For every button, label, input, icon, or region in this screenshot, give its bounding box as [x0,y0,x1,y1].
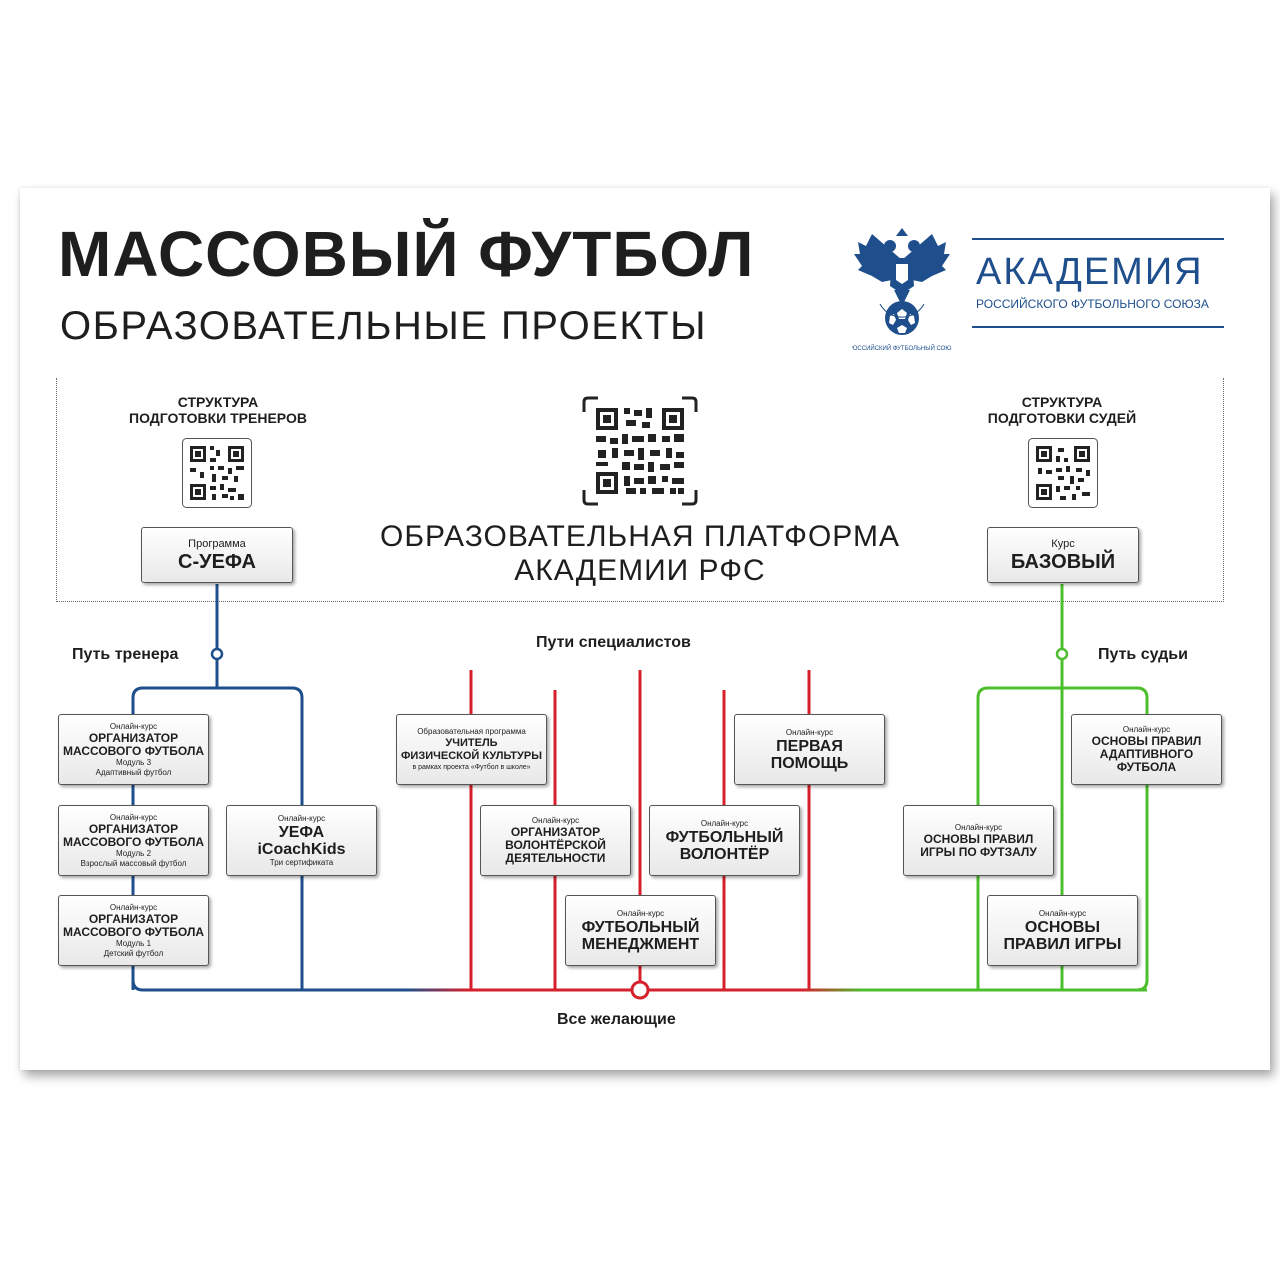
course-uefa-icoachkids[interactable]: Онлайн-курс УЕФА iCoachKids Три сертифик… [226,805,377,876]
course-note: Адаптивный футбол [95,767,172,777]
coach-structure-label: СТРУКТУРА ПОДГОТОВКИ ТРЕНЕРОВ [98,394,338,426]
referee-branch-line [976,686,1149,992]
course-kind: Онлайн-курс [700,818,749,828]
course-note: Взрослый массовый футбол [80,858,187,868]
everyone-node [630,980,650,1000]
course-name: ОРГАНИЗАТОР ВОЛОНТЁРСКОЙ ДЕЯТЕЛЬНОСТИ [505,825,606,865]
course-kind: Онлайн-курс [1122,725,1171,734]
academy-bottom-rule [972,326,1224,328]
course-module: Модуль 3 [115,757,152,767]
course-football-management[interactable]: Онлайн-курс ФУТБОЛЬНЫЙ МЕНЕДЖМЕНТ [565,895,716,966]
course-football-volunteer[interactable]: Онлайн-курс ФУТБОЛЬНЫЙ ВОЛОНТЁР [649,805,800,876]
referee-course-kind: Курс [1051,538,1075,550]
course-name: УЕФА iCoachKids [257,823,346,858]
coach-program-name: С-УЕФА [178,551,256,573]
referee-course-name: БАЗОВЫЙ [1010,551,1116,573]
specialists-path-label: Пути специалистов [536,634,691,651]
platform-qr-code-icon[interactable] [582,396,698,506]
course-name: ОРГАНИЗАТОР МАССОВОГО ФУТБОЛА [62,911,205,939]
course-futsal-rules[interactable]: Онлайн-курс ОСНОВЫ ПРАВИЛ ИГРЫ ПО ФУТЗАЛ… [903,805,1054,876]
referee-structure-label: СТРУКТУРА ПОДГОТОВКИ СУДЕЙ [942,394,1182,426]
course-name: ПЕРВАЯ ПОМОЩЬ [770,737,849,772]
course-name: ОСНОВЫ ПРАВИЛ АДАПТИВНОГО ФУТБОЛА [1091,734,1202,774]
platform-title: ОБРАЗОВАТЕЛЬНАЯ ПЛАТФОРМА АКАДЕМИИ РФС [340,520,940,588]
coach-program-kind: Программа [188,538,246,550]
coach-qr-code-icon[interactable] [182,438,252,508]
course-kind: Онлайн-курс [954,822,1003,832]
course-kind: Онлайн-курс [531,816,580,825]
page-subtitle: ОБРАЗОВАТЕЛЬНЫЕ ПРОЕКТЫ [60,304,708,348]
course-name: ОРГАНИЗАТОР МАССОВОГО ФУТБОЛА [62,730,205,758]
course-name: ОРГАНИЗАТОР МАССОВОГО ФУТБОЛА [62,821,205,849]
platform-title-text: ОБРАЗОВАТЕЛЬНАЯ ПЛАТФОРМА АКАДЕМИИ РФС [380,520,900,587]
course-kind: Образовательная программа [417,726,526,736]
course-module: Модуль 1 [115,938,152,948]
coach-path-label: Путь тренера [72,646,179,663]
course-kind: Онлайн-курс [785,727,834,737]
course-adaptive-football-rules[interactable]: Онлайн-курс ОСНОВЫ ПРАВИЛ АДАПТИВНОГО ФУ… [1071,714,1222,785]
academy-top-rule [972,238,1224,240]
platform-frame [56,378,1224,602]
course-module: Модуль 2 [115,848,152,858]
referee-path-node [1055,647,1069,661]
course-volunteer-organizer[interactable]: Онлайн-курс ОРГАНИЗАТОР ВОЛОНТЁРСКОЙ ДЕЯ… [480,805,631,876]
course-kind: Онлайн-курс [1038,908,1087,918]
course-name: ФУТБОЛЬНЫЙ ВОЛОНТЁР [665,828,784,863]
double-headed-eagle-emblem-icon: РОССИЙСКИЙ ФУТБОЛЬНЫЙ СОЮЗ [852,228,952,352]
referee-path-label: Путь судьи [1098,646,1188,663]
referee-qr-code-icon[interactable] [1028,438,1098,508]
referee-course-box[interactable]: Курс БАЗОВЫЙ [987,527,1139,583]
course-name: ОСНОВЫ ПРАВИЛ ИГРЫ ПО ФУТЗАЛУ [920,831,1037,859]
course-kind: Онлайн-курс [277,813,326,823]
academy-title: АКАДЕМИЯ [976,251,1204,293]
everyone-label: Все желающие [557,1011,676,1028]
course-name: ФУТБОЛЬНЫЙ МЕНЕДЖМЕНТ [581,918,700,953]
course-name: УЧИТЕЛЬ ФИЗИЧЕСКОЙ КУЛЬТУРЫ [401,736,542,762]
course-game-rules[interactable]: Онлайн-курс ОСНОВЫ ПРАВИЛ ИГРЫ [987,895,1138,966]
everyone-baseline [131,979,1147,992]
course-organizer-module-1[interactable]: Онлайн-курс ОРГАНИЗАТОР МАССОВОГО ФУТБОЛ… [58,895,209,966]
emblem-text: РОССИЙСКИЙ ФУТБОЛЬНЫЙ СОЮЗ [852,344,952,352]
coach-structure-text: СТРУКТУРА ПОДГОТОВКИ ТРЕНЕРОВ [129,394,307,426]
course-kind: Онлайн-курс [109,721,158,731]
coach-program-box[interactable]: Программа С-УЕФА [141,527,293,583]
page-title: МАССОВЫЙ ФУТБОЛ [58,218,755,290]
course-kind: Онлайн-курс [616,908,665,918]
course-note: в рамках проекта «Футбол в школе» [412,763,531,771]
course-kind: Онлайн-курс [109,902,158,912]
course-organizer-module-2[interactable]: Онлайн-курс ОРГАНИЗАТОР МАССОВОГО ФУТБОЛ… [58,805,209,876]
course-pe-teacher[interactable]: Образовательная программа УЧИТЕЛЬ ФИЗИЧЕ… [396,714,547,785]
course-name: ОСНОВЫ ПРАВИЛ ИГРЫ [1003,918,1122,953]
course-first-aid[interactable]: Онлайн-курс ПЕРВАЯ ПОМОЩЬ [734,714,885,785]
coach-branch-line [131,686,304,990]
coach-path-node [210,647,224,661]
course-note: Детский футбол [103,948,164,958]
referee-structure-text: СТРУКТУРА ПОДГОТОВКИ СУДЕЙ [987,394,1137,426]
course-organizer-module-3[interactable]: Онлайн-курс ОРГАНИЗАТОР МАССОВОГО ФУТБОЛ… [58,714,209,785]
course-kind: Онлайн-курс [109,812,158,822]
course-note: Три сертификата [269,857,334,867]
academy-subtitle: РОССИЙСКОГО ФУТБОЛЬНОГО СОЮЗА [976,297,1209,311]
